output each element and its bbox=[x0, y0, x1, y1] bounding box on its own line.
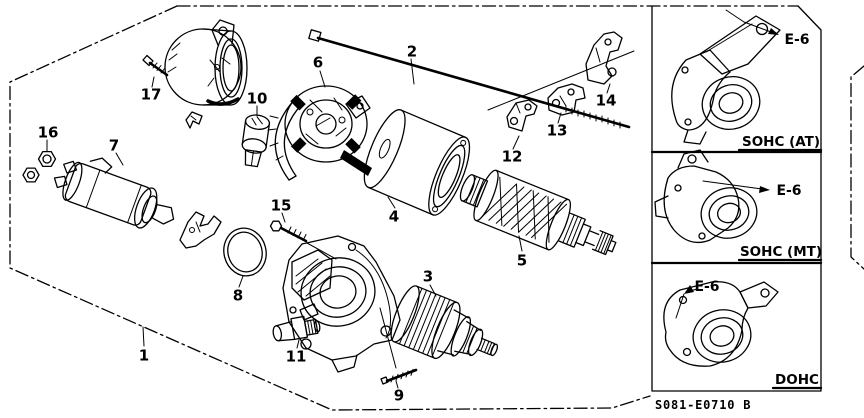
leader-line-8 bbox=[238, 275, 244, 288]
part-label-1: 1 bbox=[139, 347, 149, 365]
yoke-drawing bbox=[363, 109, 471, 216]
brush-holder-drawing bbox=[267, 85, 372, 181]
leader-line-17 bbox=[151, 76, 155, 88]
panel-dohc: E-6 DOHC bbox=[663, 279, 823, 390]
part-label-14: 14 bbox=[596, 92, 617, 110]
lever-fork-drawing bbox=[179, 211, 222, 249]
leader-lines bbox=[46, 58, 611, 389]
housing-to-screw9-line bbox=[379, 307, 397, 369]
e6-arrow-at bbox=[768, 28, 779, 35]
part-label-13: 13 bbox=[547, 122, 568, 140]
adjacent-section-edge bbox=[850, 65, 864, 270]
e6-ref-label-at: E-6 bbox=[784, 32, 809, 48]
sohc-at-housing-drawing bbox=[671, 15, 781, 145]
e6-arrow-dohc bbox=[684, 285, 694, 294]
part-label-15: 15 bbox=[271, 197, 292, 215]
gear-housing-drawing bbox=[282, 235, 401, 373]
bolt15-to-housing-line bbox=[306, 242, 337, 260]
solenoid-drawing bbox=[53, 157, 175, 229]
panel-sohc-at: E-6 SOHC (AT) bbox=[671, 9, 823, 152]
clutch-drawing bbox=[390, 285, 499, 360]
dohc-housing-drawing bbox=[663, 281, 779, 367]
leader-line-2 bbox=[410, 58, 415, 85]
part-label-2: 2 bbox=[407, 43, 417, 61]
o-ring-drawing bbox=[223, 227, 267, 277]
panel-caption-sohc-at: SOHC (AT) bbox=[742, 134, 820, 150]
leader-line-15 bbox=[281, 212, 286, 223]
leader-line-12 bbox=[512, 135, 520, 150]
part-label-3: 3 bbox=[423, 268, 433, 286]
panel-caption-sohc-mt: SOHC (MT) bbox=[740, 244, 822, 260]
e6-leader-line-at bbox=[725, 9, 772, 33]
e6-arrow-mt bbox=[759, 186, 770, 193]
part-labels: 1 2 3 4 5 6 7 8 9 10 11 12 13 14 15 16 1… bbox=[38, 43, 617, 405]
leader-line-1 bbox=[142, 326, 145, 347]
leader-line-14 bbox=[606, 83, 611, 94]
bracket-13-drawing bbox=[547, 83, 586, 116]
part-label-12: 12 bbox=[502, 148, 523, 166]
leader-line-7 bbox=[115, 152, 124, 166]
part-label-17: 17 bbox=[141, 86, 162, 104]
armature-drawing bbox=[459, 169, 617, 256]
figure-border bbox=[9, 5, 864, 411]
pivot-11-drawing bbox=[272, 315, 321, 342]
leader-line-4 bbox=[387, 196, 396, 209]
e6-ref-label-mt: E-6 bbox=[776, 183, 801, 199]
nuts-16-drawing bbox=[22, 150, 57, 183]
part-label-9: 9 bbox=[394, 387, 404, 405]
small-clip-drawing bbox=[185, 111, 203, 129]
leader-line-5 bbox=[518, 235, 523, 252]
e6-ref-label-dohc: E-6 bbox=[694, 279, 719, 295]
bolt-15-drawing bbox=[269, 220, 308, 243]
part-label-11: 11 bbox=[286, 348, 307, 366]
part-label-8: 8 bbox=[233, 287, 243, 305]
part-label-6: 6 bbox=[313, 54, 323, 72]
part-label-7: 7 bbox=[109, 137, 119, 155]
bracket-12-drawing bbox=[506, 99, 538, 132]
leader-line-9 bbox=[395, 380, 399, 389]
diagram-code: S081-E0710 B bbox=[655, 398, 751, 412]
bracket-14-drawing bbox=[585, 31, 623, 85]
part-label-5: 5 bbox=[517, 252, 527, 270]
part-label-10: 10 bbox=[247, 90, 268, 108]
leader-line-13 bbox=[557, 112, 562, 124]
leader-line-11 bbox=[296, 339, 300, 349]
part-label-16: 16 bbox=[38, 124, 59, 142]
end-cover-drawing bbox=[164, 19, 248, 106]
panel-caption-dohc: DOHC bbox=[775, 372, 819, 388]
e6-leader-line-mt bbox=[702, 180, 763, 190]
leader-line-6 bbox=[319, 70, 326, 88]
sohc-mt-housing-drawing bbox=[654, 149, 758, 244]
bracket-alignment-line bbox=[487, 50, 635, 111]
through-bolt-drawing bbox=[308, 29, 631, 129]
screw-9-drawing bbox=[380, 368, 418, 385]
brush-10-drawing bbox=[241, 114, 271, 168]
part-label-4: 4 bbox=[389, 208, 399, 226]
screw-17-drawing bbox=[142, 54, 169, 77]
panel-sohc-mt: E-6 SOHC (MT) bbox=[654, 149, 823, 262]
leader-line-3 bbox=[429, 284, 437, 297]
